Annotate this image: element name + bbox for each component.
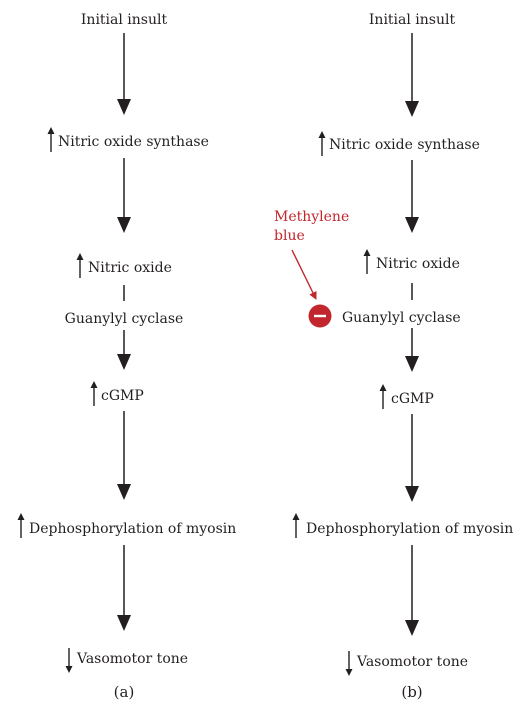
node-cgmp: cGMP [101,388,144,404]
node-dephosphorylation-of-myosin: Dephosphorylation of myosin [306,521,513,537]
node-nitric-oxide-synthase: Nitric oxide synthase [329,137,480,153]
node-cgmp: cGMP [391,391,434,407]
pathway-arrow [117,411,131,500]
up-arrow-icon [379,384,387,409]
pathway-arrow [405,33,419,117]
panel-label-a: (a) [114,683,135,701]
up-arrow-icon [363,249,371,274]
up-arrow-icon [318,131,326,156]
up-arrow-icon [76,253,84,278]
pathway-arrow [405,160,419,233]
panel-label-b: (b) [401,683,422,701]
up-arrow-icon [90,381,98,406]
pathway-arrow [117,330,131,370]
pathway-arrow [405,328,419,372]
node-nitric-oxide: Nitric oxide [376,256,460,272]
inhibitor-label-line-1: Methylene [274,209,349,225]
panel-a: Initial insult Nitric oxide synthase Nit… [17,12,236,701]
panel-b: Initial insult Nitric oxide synthase Met… [274,12,513,701]
inhibition-icon [308,304,332,328]
pathway-arrow [117,33,131,115]
up-arrow-icon [47,127,55,152]
node-vasomotor-tone: Vasomotor tone [356,654,468,670]
up-arrow-icon [17,513,25,538]
node-vasomotor-tone: Vasomotor tone [76,651,188,667]
node-initial-insult: Initial insult [81,12,168,28]
up-arrow-icon [292,513,300,538]
pathway-arrow [117,158,131,233]
node-guanylyl-cyclase: Guanylyl cyclase [342,310,461,326]
down-arrow-icon [345,651,353,676]
pathway-arrow [405,545,419,636]
node-initial-insult: Initial insult [369,12,456,28]
node-guanylyl-cyclase: Guanylyl cyclase [65,311,184,327]
inhibitor-arrow [291,249,317,300]
node-dephosphorylation-of-myosin: Dephosphorylation of myosin [29,521,236,537]
pathway-arrow [117,545,131,631]
pathway-arrow [405,414,419,502]
node-nitric-oxide-synthase: Nitric oxide synthase [58,134,209,150]
methylene-blue-label: Methylene blue [274,209,349,244]
node-nitric-oxide: Nitric oxide [88,260,172,276]
down-arrow-icon [65,648,73,673]
inhibitor-label-line-2: blue [274,228,305,244]
